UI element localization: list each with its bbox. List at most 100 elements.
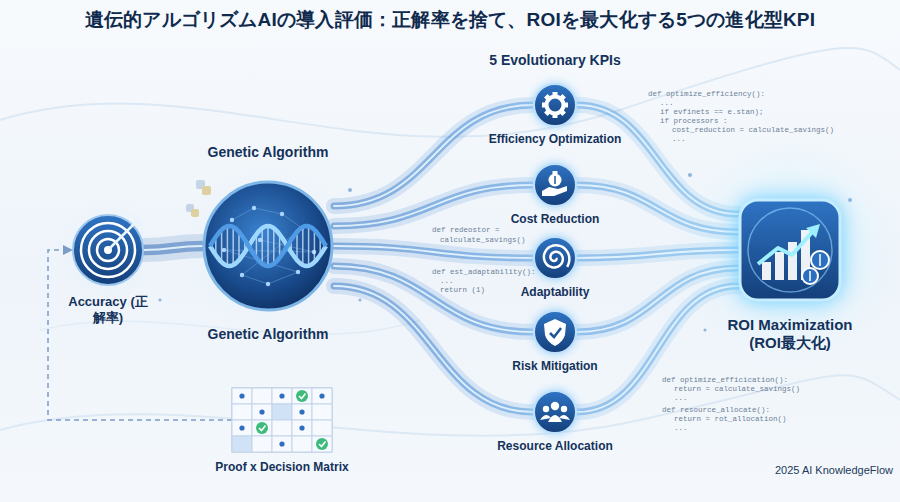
stream-band bbox=[334, 185, 533, 226]
stream-core bbox=[577, 286, 738, 412]
network-dot bbox=[222, 248, 226, 252]
node-label: Adaptability bbox=[465, 285, 645, 299]
stream-core bbox=[144, 246, 202, 250]
matrix-icon bbox=[232, 388, 332, 452]
dna-icon bbox=[204, 182, 332, 310]
matrix-cell bbox=[252, 436, 272, 452]
kpi-node: Adaptability bbox=[533, 236, 577, 280]
stream-core bbox=[334, 246, 533, 258]
flow-stream bbox=[334, 185, 533, 226]
stream-glow bbox=[334, 185, 533, 226]
people-icon bbox=[534, 391, 576, 433]
person-body bbox=[548, 415, 562, 422]
stream-core bbox=[334, 286, 533, 412]
node-outline bbox=[533, 236, 577, 280]
network-dot bbox=[280, 212, 284, 216]
node-label: Genetic Algorithm bbox=[178, 144, 358, 161]
matrix-dot bbox=[279, 441, 284, 446]
node-label: Proof x Decision Matrix bbox=[192, 460, 372, 474]
node-label: Genetic Algorithm bbox=[178, 326, 358, 343]
code-snippet: if processors : bbox=[660, 117, 728, 125]
stream-band bbox=[577, 268, 738, 332]
icon-tile bbox=[740, 200, 840, 300]
check-badge bbox=[316, 438, 328, 450]
matrix-cell bbox=[292, 420, 312, 436]
chart-bar bbox=[788, 242, 797, 280]
matrix-cell bbox=[272, 436, 292, 452]
shield-shape bbox=[544, 319, 566, 346]
matrix-dot bbox=[279, 393, 284, 398]
matrix-cell bbox=[232, 404, 252, 420]
network-dot bbox=[240, 273, 244, 277]
matrix-cell bbox=[312, 404, 332, 420]
icon-disc bbox=[534, 164, 576, 206]
flow-stream bbox=[577, 250, 738, 258]
kpi-node: Cost Reduction bbox=[533, 163, 577, 207]
node-outline bbox=[202, 180, 334, 312]
flow-stream bbox=[144, 246, 202, 250]
sparkle bbox=[159, 299, 162, 302]
helix-rung bbox=[261, 228, 263, 264]
stream-core bbox=[577, 185, 738, 232]
stream-band bbox=[577, 105, 738, 214]
matrix-frame bbox=[232, 388, 332, 452]
stream-band bbox=[577, 250, 738, 258]
group-heading: 5 Evolutionary KPIs bbox=[489, 52, 620, 68]
dashed-connector bbox=[48, 250, 232, 420]
helix-rung bbox=[302, 227, 304, 265]
code-snippet: ... bbox=[674, 424, 688, 432]
chart-bar bbox=[762, 262, 771, 280]
matrix-cell bbox=[272, 388, 292, 404]
stream-band bbox=[144, 246, 202, 250]
person-head bbox=[561, 406, 567, 412]
spiral-icon bbox=[534, 237, 576, 279]
money-bag bbox=[549, 174, 562, 187]
matrix-dot bbox=[239, 393, 244, 398]
sparkle bbox=[688, 173, 692, 177]
network-dot bbox=[230, 218, 234, 222]
code-snippet: ... bbox=[440, 277, 454, 285]
helix-rung bbox=[267, 226, 269, 266]
icon-disc bbox=[534, 391, 576, 433]
watermark: 2025 AI KnowledgeFlow bbox=[775, 464, 893, 476]
background-swirl bbox=[0, 375, 900, 435]
network-line bbox=[254, 208, 282, 214]
check-mark bbox=[319, 442, 326, 447]
icon-disc bbox=[534, 311, 576, 353]
cost-icon bbox=[534, 164, 576, 206]
flow-stream bbox=[577, 268, 738, 332]
code-snippet: return (1) bbox=[440, 286, 485, 294]
network-dot bbox=[296, 270, 300, 274]
code-snippet: ... bbox=[660, 99, 674, 107]
matrix-cell bbox=[312, 420, 332, 436]
matrix-cell bbox=[292, 388, 312, 404]
arrow-shaft bbox=[109, 220, 138, 249]
kpi-node: Efficiency Optimization bbox=[533, 83, 577, 127]
helix-rung bbox=[273, 228, 275, 264]
hand-shape bbox=[542, 186, 567, 196]
network-line bbox=[282, 214, 302, 228]
code-snippet: def optimize_efficiency(): bbox=[648, 90, 765, 98]
network-dot bbox=[252, 206, 256, 210]
code-snippet: def redeostor = bbox=[432, 226, 500, 234]
stream-core bbox=[577, 268, 738, 332]
stream-glow bbox=[577, 250, 738, 258]
matrix-dot bbox=[239, 425, 244, 430]
matrix-cell bbox=[292, 404, 312, 420]
stream-band bbox=[577, 185, 738, 232]
sparkle bbox=[704, 329, 707, 332]
stream-glow bbox=[577, 286, 738, 412]
matrix-cell bbox=[252, 404, 272, 420]
stream-band bbox=[577, 286, 738, 412]
network-line bbox=[268, 272, 298, 284]
matrix-dot bbox=[299, 425, 304, 430]
icon-disc bbox=[534, 237, 576, 279]
network-line bbox=[232, 208, 254, 220]
person-body bbox=[559, 415, 570, 420]
icon-disc bbox=[534, 84, 576, 126]
matrix-dot bbox=[299, 409, 304, 414]
stream-glow bbox=[334, 286, 533, 412]
